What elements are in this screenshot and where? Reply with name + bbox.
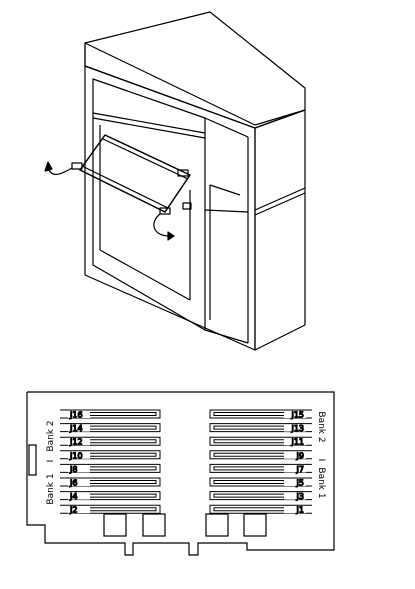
slot-label: J8 bbox=[69, 465, 77, 474]
bank-separator-left: I bbox=[46, 460, 56, 463]
slot-outline bbox=[209, 463, 312, 473]
bank-label-left-lower: Bank 1 bbox=[46, 473, 56, 504]
slot-label: J3 bbox=[296, 492, 304, 501]
memory-slot-j5: J5 bbox=[209, 477, 312, 488]
board-chip bbox=[103, 513, 127, 537]
memory-slot-j13: J13 bbox=[209, 423, 312, 434]
bank-label-right-upper: Bank 2 bbox=[316, 411, 326, 442]
slot-label: J7 bbox=[296, 465, 304, 474]
memory-slot-j6: J6 bbox=[60, 477, 161, 488]
memory-slot-j11: J11 bbox=[209, 436, 312, 447]
slot-label: J12 bbox=[69, 438, 83, 447]
slot-outline bbox=[60, 463, 161, 473]
slot-label: J11 bbox=[290, 438, 304, 447]
slot-outline bbox=[60, 491, 161, 501]
slot-label: J1 bbox=[296, 506, 304, 515]
bank-labels: Bank 2 I Bank 1 Bank 2 I Bank 1 bbox=[46, 411, 326, 504]
slot-label: J14 bbox=[69, 424, 83, 433]
memory-slot-j4: J4 bbox=[60, 491, 161, 502]
memory-slot-j10: J10 bbox=[60, 450, 161, 461]
slot-label: J15 bbox=[290, 411, 304, 420]
memory-slot-j1: J1 bbox=[209, 504, 312, 515]
memory-slot-j3: J3 bbox=[209, 491, 312, 502]
unit-side-panel bbox=[254, 109, 306, 351]
memory-slot-j12: J12 bbox=[60, 436, 161, 447]
memory-slot-j2: J2 bbox=[60, 504, 161, 515]
memory-slot-j15: J15 bbox=[209, 409, 312, 420]
board-side-connector bbox=[28, 444, 37, 476]
system-unit-illustration bbox=[44, 11, 306, 351]
slot-label: J9 bbox=[296, 451, 304, 460]
slot-outline bbox=[60, 450, 161, 460]
bank-separator-right: I bbox=[316, 459, 326, 462]
board-chip bbox=[243, 513, 267, 537]
unit-top-panel bbox=[84, 11, 306, 129]
slot-outline bbox=[209, 409, 312, 419]
slot-outline bbox=[209, 491, 312, 501]
slot-outline bbox=[209, 477, 312, 487]
slot-outline bbox=[60, 423, 161, 433]
slot-label: J4 bbox=[69, 492, 77, 501]
card-latch-top bbox=[71, 162, 83, 170]
slot-label: J10 bbox=[69, 451, 83, 460]
board-chip bbox=[205, 513, 229, 537]
slot-label: J2 bbox=[69, 506, 77, 515]
memory-slot-j14: J14 bbox=[60, 423, 161, 434]
slot-outline bbox=[60, 477, 161, 487]
memory-card-illustration bbox=[79, 134, 191, 213]
card-latch-bottom bbox=[159, 207, 171, 215]
memory-slot-j9: J9 bbox=[209, 450, 312, 461]
slot-label: J16 bbox=[69, 411, 83, 420]
slot-outline bbox=[209, 504, 312, 514]
board-outline bbox=[26, 391, 335, 556]
slot-label: J13 bbox=[290, 424, 304, 433]
memory-slot-j8: J8 bbox=[60, 463, 161, 474]
slot-outline bbox=[60, 409, 161, 419]
memory-slot-j7: J7 bbox=[209, 463, 312, 474]
slot-outline bbox=[60, 436, 161, 446]
board-chip bbox=[142, 513, 166, 537]
slot-label: J5 bbox=[296, 479, 304, 488]
slot-outline bbox=[209, 436, 312, 446]
slot-label: J6 bbox=[69, 479, 77, 488]
slot-outline bbox=[60, 504, 161, 514]
slot-outline bbox=[209, 423, 312, 433]
rotate-arrow-right bbox=[153, 213, 169, 237]
slot-outline bbox=[209, 450, 312, 460]
card-latch-right bbox=[177, 169, 189, 177]
bank-label-left-upper: Bank 2 bbox=[46, 420, 56, 451]
memory-slot-j16: J16 bbox=[60, 409, 161, 420]
bank-label-right-lower: Bank 1 bbox=[316, 467, 326, 498]
